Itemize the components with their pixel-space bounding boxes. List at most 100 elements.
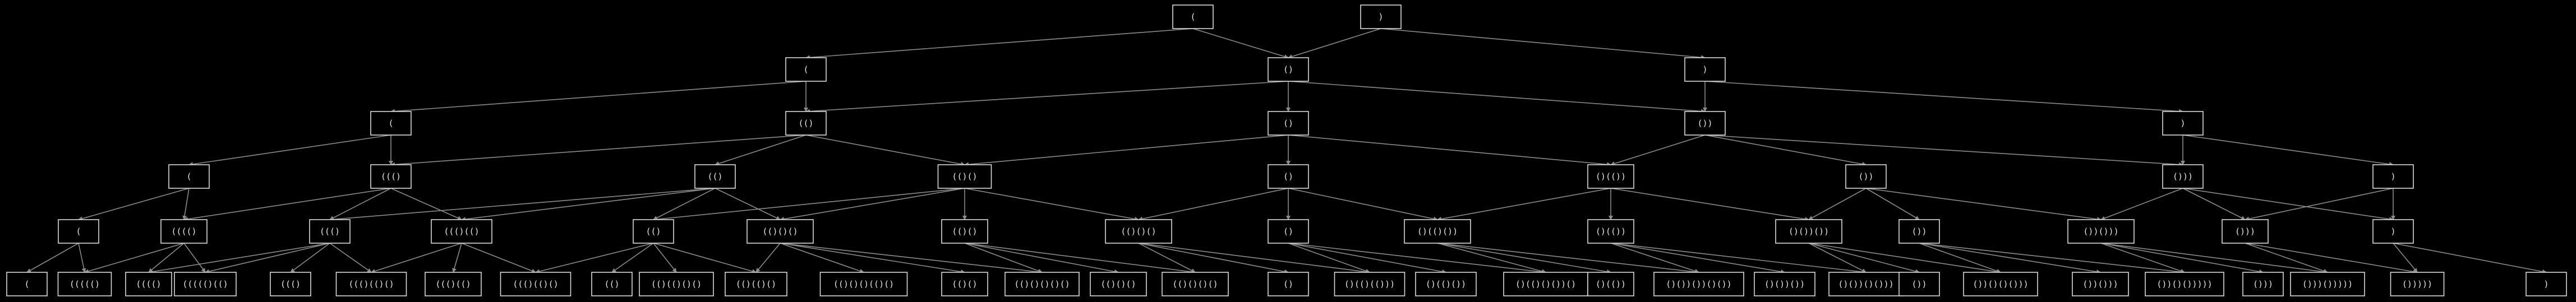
node-box <box>1268 272 1309 296</box>
node-label: ((()(()() <box>348 279 394 289</box>
node-box <box>1775 219 1842 244</box>
edge-r1a-r2a <box>390 81 807 114</box>
node-label: ()) <box>1911 226 1927 236</box>
node-box <box>819 272 908 296</box>
edge-r4n-r5ab <box>2100 243 2185 273</box>
node-label: ())()())))) <box>2156 279 2212 289</box>
node-box <box>2162 111 2204 136</box>
edge-r2d-r3f <box>1610 134 1706 166</box>
node-box <box>2222 219 2269 244</box>
node-box <box>500 272 572 296</box>
tree-node-r5w: ()())()) <box>1754 272 1815 296</box>
tree-node-r3d: (()() <box>937 164 992 189</box>
node-label: ())()()())) <box>1973 279 2028 289</box>
edge-r2e-r3i <box>2182 134 2394 166</box>
node-box <box>1105 219 1172 244</box>
edge-r2d-r3h <box>1704 134 2183 167</box>
node-label: (()()()() <box>1172 279 1218 289</box>
node-box <box>1172 4 1214 29</box>
node-label: ((() <box>381 171 401 182</box>
node-box <box>1845 164 1887 189</box>
edge-r3d-r4h <box>964 188 1139 221</box>
node-box <box>335 272 407 296</box>
tree-node-r5k: (()(()() <box>725 272 787 296</box>
tree-node-r0a: ( <box>1172 4 1214 29</box>
edge-r4l-r5x <box>1808 243 1867 273</box>
node-box <box>6 272 48 296</box>
edge-r4f-r5n <box>780 243 1043 275</box>
edge-r0b-r1b <box>1288 28 1381 59</box>
tree-node-r5l: (()()()(()() <box>819 272 908 296</box>
edge-r4g-r5o <box>964 243 1119 274</box>
node-label: ( <box>76 226 81 236</box>
tree-node-r5a: ( <box>6 272 48 296</box>
tree-node-r5s: ()(()()) <box>1415 272 1477 296</box>
node-label: ()(()) <box>1596 226 1626 236</box>
node-box <box>58 219 99 244</box>
node-label: ())) <box>2173 171 2193 182</box>
edge-r3h-r4n <box>2100 188 2183 221</box>
node-box <box>160 219 208 244</box>
edge-r4k-r5v <box>1610 243 1699 273</box>
tree-node-r3i: ) <box>2372 164 2414 189</box>
edge-r4m-r5z <box>1919 243 2001 273</box>
tree-node-r5y: ()) <box>1898 272 1940 296</box>
edge-r1c-r2e <box>1704 81 2183 114</box>
node-label: ) <box>2543 279 2549 289</box>
node-box <box>2372 219 2414 244</box>
tree-node-r3f: ()(()) <box>1587 164 1634 189</box>
tree-node-r5ae: ())))) <box>2390 272 2445 296</box>
edge-r4e-r5h <box>535 243 654 274</box>
node-label: (()()() <box>1100 279 1136 289</box>
edge-r3b-r4b <box>183 188 391 221</box>
tree-node-r4f: (()()() <box>746 219 814 244</box>
node-label: ()(()) <box>1596 279 1626 289</box>
node-label: ((((()(() <box>182 279 228 289</box>
node-label: ((() <box>280 279 301 289</box>
edge-r4i-r5t <box>1288 243 1546 275</box>
node-box <box>2242 272 2284 296</box>
node-label: (()()()()() <box>1014 279 1070 289</box>
edge-r3h-r4p <box>2182 188 2394 221</box>
node-box <box>2145 272 2224 296</box>
tree-node-r3h: ())) <box>2162 164 2204 189</box>
node-box <box>1268 111 1309 136</box>
tree-node-r3b: ((() <box>370 164 412 189</box>
node-box <box>1004 272 1080 296</box>
edge-layer <box>26 28 2547 275</box>
edge-r4c-r5d <box>205 243 330 274</box>
tree-node-r5h: ((()(()() <box>500 272 572 296</box>
tree-node-r4g: (()() <box>941 219 988 244</box>
node-box <box>1415 272 1477 296</box>
tree-node-r4c: ((() <box>309 219 351 244</box>
edge-r1b-r2d <box>1288 81 1706 114</box>
node-box <box>125 272 172 296</box>
edge-r4j-r5v <box>1437 243 1699 275</box>
node-label: ( <box>803 64 808 75</box>
tree-node-r5f: ((()(()() <box>335 272 407 296</box>
edge-r4b-r5b <box>84 243 185 273</box>
tree-node-r2a: ( <box>370 111 412 136</box>
tree-node-r0b: ) <box>1360 4 1402 29</box>
edge-r4j-r5u <box>1437 243 1611 274</box>
edge-r3g-r4l <box>1808 188 1867 220</box>
edge-r0a-r1a <box>805 28 1193 60</box>
tree-node-r5i: (() <box>591 272 633 296</box>
edge-r4h-r5q <box>1138 243 1289 274</box>
tree-node-r2c: () <box>1268 111 1309 136</box>
node-box <box>1754 272 1815 296</box>
tree-node-r5b: ((((() <box>57 272 112 296</box>
edge-r4p-r5af <box>2393 243 2547 274</box>
node-box <box>785 111 827 136</box>
tree-node-r4i: () <box>1268 219 1309 244</box>
node-box <box>425 272 482 296</box>
edge-r3c-r4e <box>653 188 716 220</box>
tree-node-r5af: ) <box>2526 272 2567 296</box>
tree-node-r1b: () <box>1268 57 1309 82</box>
edge-r3a-r4a <box>78 188 190 221</box>
edge-r3g-r4n <box>1865 188 2102 222</box>
edge-r4f-r5l <box>780 243 864 273</box>
edge-r3d-r4f <box>780 188 965 221</box>
node-box <box>2162 164 2204 189</box>
tree-node-r5ac: ())) <box>2242 272 2284 296</box>
